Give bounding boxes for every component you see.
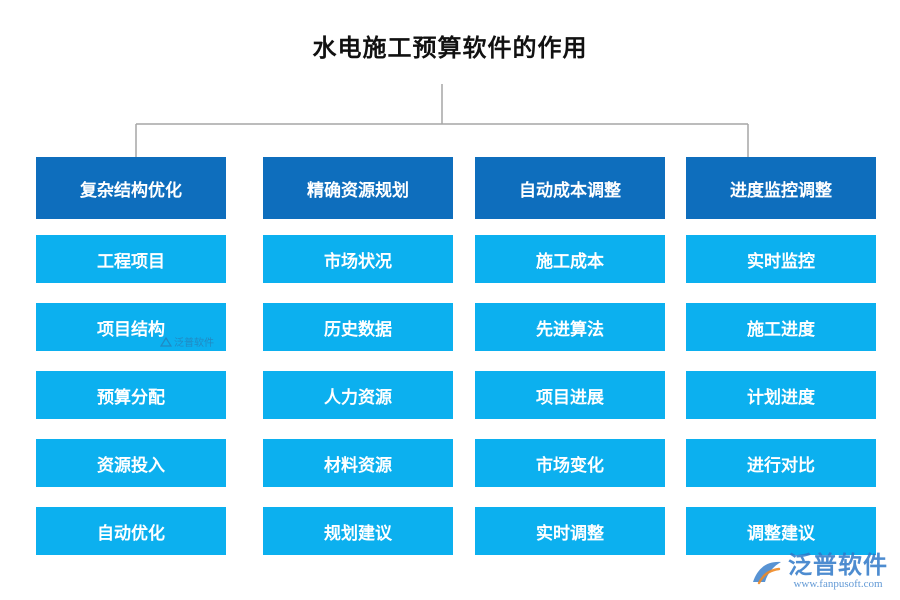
fanpu-small-logo-icon [160,336,172,347]
column-item: 进行对比 [686,439,876,487]
column-item: 项目进展 [475,371,665,419]
column-head: 复杂结构优化 [36,157,226,219]
column-item: 历史数据 [263,303,453,351]
fanpu-logo-icon [753,561,781,584]
column-item: 规划建议 [263,507,453,555]
column-4: 进度监控调整 实时监控 施工进度 计划进度 进行对比 调整建议 [686,157,876,575]
column-item: 市场状况 [263,235,453,283]
column-item: 调整建议 [686,507,876,555]
column-head: 自动成本调整 [475,157,665,219]
diagram-title: 水电施工预算软件的作用 [312,34,588,62]
brand-url: www.fanpusoft.com [793,578,883,590]
column-item: 工程项目 [36,235,226,283]
column-head: 精确资源规划 [263,157,453,219]
column-item: 自动优化 [36,507,226,555]
brand-name: 泛普软件 [788,551,888,579]
brand-watermark: 泛普软件 www.fanpusoft.com [750,552,888,591]
brand-text: 泛普软件 www.fanpusoft.com [788,552,888,591]
column-1: 复杂结构优化 工程项目 项目结构 预算分配 资源投入 自动优化 [36,157,226,575]
column-item: 施工进度 [686,303,876,351]
column-3: 自动成本调整 施工成本 先进算法 项目进展 市场变化 实时调整 [475,157,665,575]
column-2: 精确资源规划 市场状况 历史数据 人力资源 材料资源 规划建议 [263,157,453,575]
watermark-small: 泛普软件 [160,334,214,349]
column-item: 先进算法 [475,303,665,351]
connector-lines [135,84,749,157]
column-item: 资源投入 [36,439,226,487]
column-head: 进度监控调整 [686,157,876,219]
column-item: 实时监控 [686,235,876,283]
column-item: 项目结构 [36,303,226,351]
column-item: 施工成本 [475,235,665,283]
watermark-small-text: 泛普软件 [174,338,214,349]
column-item: 预算分配 [36,371,226,419]
column-item: 计划进度 [686,371,876,419]
column-item: 材料资源 [263,439,453,487]
column-item: 人力资源 [263,371,453,419]
column-item: 实时调整 [475,507,665,555]
column-item: 市场变化 [475,439,665,487]
